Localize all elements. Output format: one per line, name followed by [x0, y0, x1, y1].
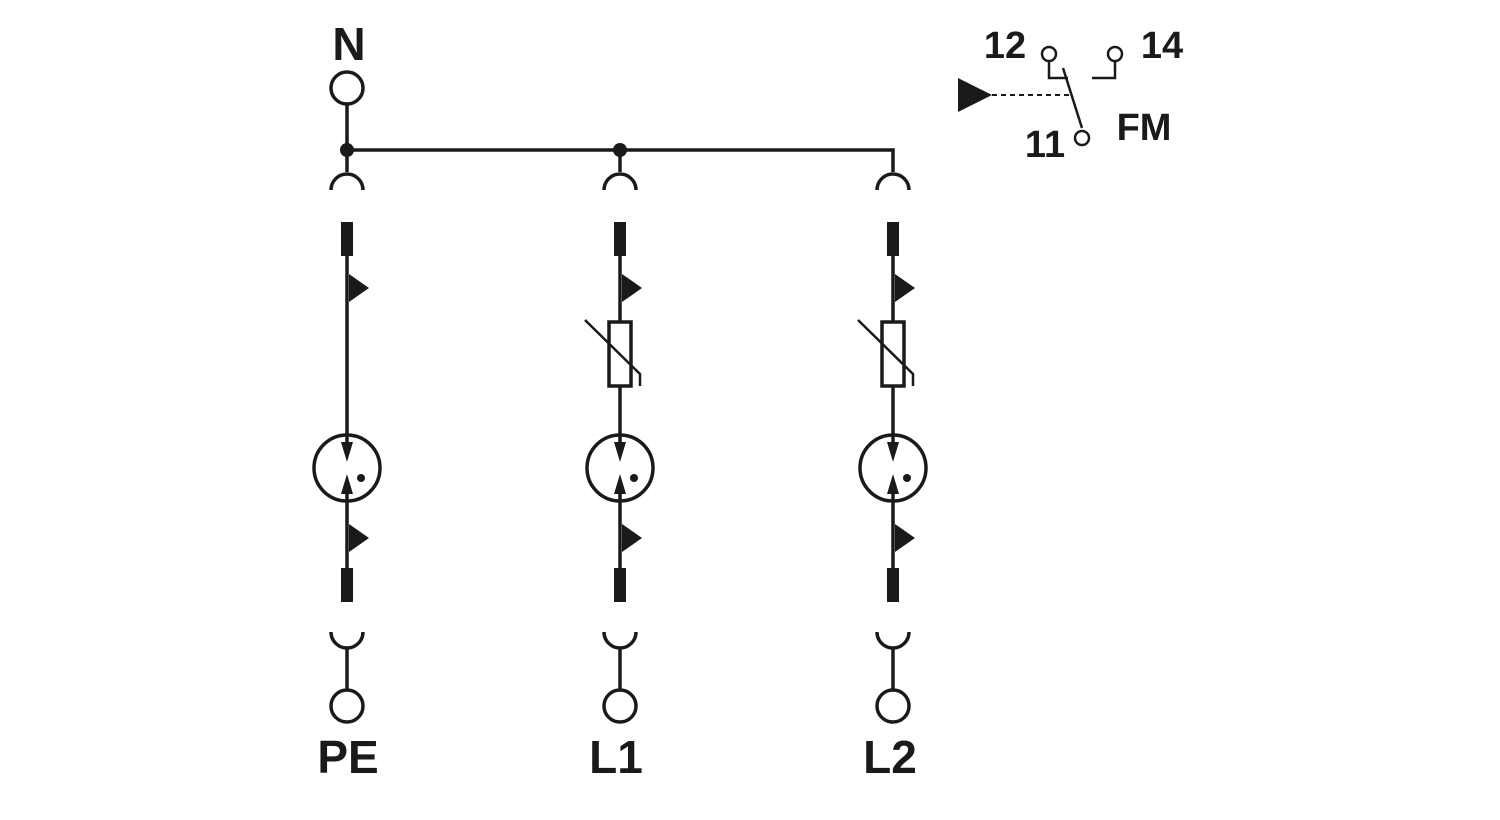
terminal-label-pe: PE [317, 731, 378, 783]
terminal-n [329, 70, 365, 106]
bus-wire [347, 148, 895, 172]
contact-label-12: 12 [984, 25, 1026, 67]
contact-pin-12 [1040, 45, 1058, 63]
plug-pin-bottom [341, 568, 353, 602]
contact-label-fm: FM [1117, 107, 1172, 149]
plug-socket-bottom [602, 631, 638, 650]
contact-label-14: 14 [1141, 25, 1183, 67]
terminal-label-l2: L2 [863, 731, 917, 783]
terminal-label-n: N [332, 18, 365, 70]
branch-pe [312, 150, 382, 724]
remote-signal-contact [958, 45, 1124, 147]
plug-pin-top [341, 222, 353, 256]
actuator-triangle [958, 78, 992, 112]
plug-pin-top [887, 222, 899, 256]
plug-socket-top [875, 172, 911, 191]
contact-pin-14 [1106, 45, 1124, 63]
flag-marker [349, 524, 369, 552]
spark-gap-arrow-down [887, 442, 899, 462]
flag-marker [622, 524, 642, 552]
contact-pin-11 [1073, 129, 1091, 147]
contact-label-11: 11 [1025, 124, 1065, 166]
contact-nc-stub [1047, 61, 1068, 80]
varistor-slash [584, 319, 642, 386]
plug-pin-top [614, 222, 626, 256]
branch-l1 [584, 172, 655, 724]
branch-l2 [857, 172, 928, 724]
varistor-slash [857, 319, 915, 386]
flag-marker [895, 524, 915, 552]
flag-marker [895, 274, 915, 302]
plug-socket-bottom [875, 631, 911, 650]
plug-socket-top [602, 172, 638, 191]
plug-pin-bottom [887, 568, 899, 602]
plug-socket-top [329, 172, 365, 191]
spark-gap-arrow-down [341, 442, 353, 462]
terminal-pe [329, 688, 365, 724]
terminal-l2 [875, 688, 911, 724]
spark-gap-arrow-down [614, 442, 626, 462]
contact-switch-blade [1061, 67, 1084, 129]
spark-gap-dot [630, 474, 638, 482]
spark-gap-dot [903, 474, 911, 482]
plug-pin-bottom [614, 568, 626, 602]
terminal-l1 [602, 688, 638, 724]
spark-gap-dot [357, 474, 365, 482]
flag-marker [349, 274, 369, 302]
junction-dot-l1 [613, 143, 627, 157]
plug-socket-bottom [329, 631, 365, 650]
contact-no-stub [1092, 61, 1117, 80]
terminal-label-l1: L1 [589, 731, 643, 783]
flag-marker [622, 274, 642, 302]
